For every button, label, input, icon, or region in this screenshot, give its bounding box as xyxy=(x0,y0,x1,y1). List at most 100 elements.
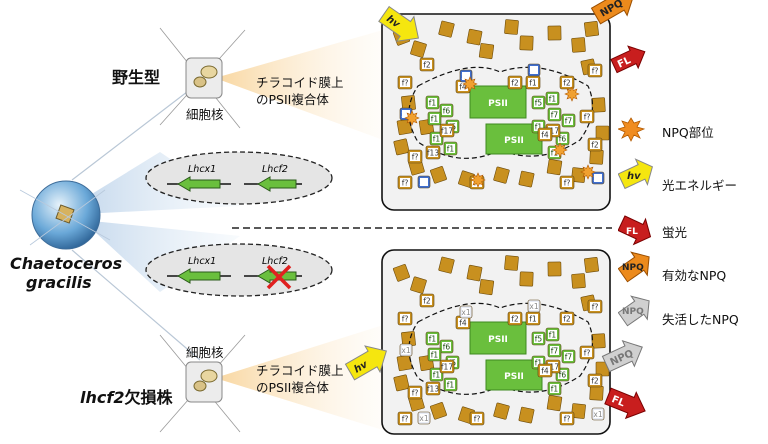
npq-label: NPQ xyxy=(622,263,644,273)
effective-npq-legend-icon: NPQ xyxy=(618,251,650,283)
fluorescence-arrow-text: FL xyxy=(616,55,633,71)
lhcf-gold-text: f? xyxy=(412,389,419,398)
species-epithet: gracilis xyxy=(26,273,92,292)
lhcx1-tile-text: x1 xyxy=(401,346,410,355)
lhcf-green-face xyxy=(428,334,437,343)
lhcf-green-face xyxy=(428,98,437,107)
fl-label: FL xyxy=(626,227,638,237)
lhcf-green-face xyxy=(534,122,543,131)
npq-arrow-inactive: NPQ xyxy=(601,340,643,373)
lhcf-green-face xyxy=(446,144,455,153)
lhcf-gold-face xyxy=(442,126,452,135)
lhc-block xyxy=(438,256,455,274)
lhcf-green-text: f1 xyxy=(431,351,439,360)
psii-label: PSII xyxy=(504,136,524,146)
lhcf-green-face xyxy=(550,384,559,393)
lhcx1-tile-face xyxy=(462,308,470,316)
lhcf-gold-face xyxy=(472,414,482,423)
lhcf-green-text: f1 xyxy=(551,149,559,158)
diatom-cell-top xyxy=(159,27,246,129)
lhcf-gold-text: f? xyxy=(592,67,599,76)
lhcf-gold-face xyxy=(400,178,410,187)
beam-top xyxy=(215,30,383,140)
thylakoid-line-2: のPSII複合体 xyxy=(256,380,329,395)
lhcx1-tile-text: x1 xyxy=(419,414,428,423)
lhcf-green-face xyxy=(430,114,439,123)
lhcf-green-text: f5 xyxy=(535,99,543,108)
lhcf-green-face xyxy=(564,116,573,125)
lhcf-green-face xyxy=(534,334,543,343)
lhcf-gold-text: f2 xyxy=(591,377,599,386)
lhcf-gold-face xyxy=(562,78,572,87)
lhcx1-tile-text: x1 xyxy=(419,178,428,187)
connector-line xyxy=(71,81,201,181)
gene-label: Lhcx1 xyxy=(188,256,216,267)
lhcf-gold-text: f2 xyxy=(511,79,519,88)
lhcf-gold-text: f4 xyxy=(459,83,467,92)
lhcx1-tile-text: x1 xyxy=(401,110,410,119)
lhc-block xyxy=(547,25,562,41)
lhcf-gold-text: f2 xyxy=(563,315,571,324)
light-energy-arrow-shape xyxy=(378,5,420,42)
lhcf-green-text: f1 xyxy=(549,331,557,340)
lhcf-green-face xyxy=(564,352,573,361)
lhcf-gold-face xyxy=(582,348,592,357)
lhc-block xyxy=(518,406,535,424)
npq-site-icon xyxy=(470,172,486,188)
lhcf-gold-face xyxy=(548,126,558,135)
lhc-block xyxy=(571,37,586,53)
thylakoid-label-top: チラコイド膜上 のPSII複合体 xyxy=(256,74,344,108)
lhcf-green-face xyxy=(442,342,451,351)
lhcx1-tile-face xyxy=(420,178,428,186)
lhcf-green-text: f1 xyxy=(433,371,441,380)
lhcx1-tile-face xyxy=(594,410,602,418)
legend-light-energy: 光エネルギー xyxy=(662,178,738,193)
psii-core xyxy=(469,85,527,119)
lhcf-green-text: f5 xyxy=(535,335,543,344)
lhcf-gold-text: f? xyxy=(592,303,599,312)
npq-site-icon xyxy=(462,76,478,92)
lhcf-gold-face xyxy=(442,362,452,371)
lhcx1-tile-face xyxy=(420,414,428,422)
lhcf-green-text: f7 xyxy=(565,353,573,362)
lhc-block xyxy=(546,158,563,176)
lhc-block xyxy=(466,28,483,46)
lhcx1-tile-face xyxy=(402,110,410,118)
gene-arrow-lhcf2 xyxy=(257,176,297,192)
lhcf-gold-text: f13 xyxy=(427,385,439,394)
species-label: Chaetoceros gracilis xyxy=(10,254,122,292)
nucleus-label: 細胞核 xyxy=(186,345,224,360)
lhcf-green-text: f1 xyxy=(549,95,557,104)
lhcf-green-face xyxy=(550,110,559,119)
gene-locus-bottom xyxy=(145,243,333,297)
lhcf-gold-face xyxy=(590,302,600,311)
lhcf-gold-face xyxy=(410,152,420,161)
lhcf-gold-face xyxy=(590,376,600,385)
gene-label: Lhcx1 xyxy=(188,164,216,175)
lhcf-green-text: f1 xyxy=(433,135,441,144)
lhc-block xyxy=(466,264,483,282)
lhc-block xyxy=(518,170,535,188)
lhcf-green-text: f6 xyxy=(559,371,567,380)
lhcf-gold-face xyxy=(400,314,410,323)
lhcf-gold-face xyxy=(548,362,558,371)
lhcf-gold-text: f2 xyxy=(423,61,431,70)
mutant-suffix: 欠損株 xyxy=(124,388,173,407)
lhcf-green-text: f1 xyxy=(431,115,439,124)
lhc-block xyxy=(571,403,586,419)
gene-locus-top xyxy=(145,151,333,205)
legend-npq-site: NPQ部位 xyxy=(662,125,714,140)
legend: hv FL NPQ NPQ xyxy=(618,117,654,327)
lhcx1-tile-text: x1 xyxy=(461,72,470,81)
psii-core xyxy=(469,321,527,355)
species-genus: Chaetoceros xyxy=(10,254,123,273)
thylakoid-line-1: チラコイド膜上 xyxy=(256,363,344,378)
lhcx1-tile-face xyxy=(462,72,470,80)
npq-arrow-shape xyxy=(590,0,635,25)
lhcf-gold-face xyxy=(458,82,468,91)
lhcx1-tile-text: x1 xyxy=(529,302,538,311)
lhcf-gold-text: f? xyxy=(564,179,571,188)
lhc-block xyxy=(595,125,610,141)
beam-bottom xyxy=(215,325,383,430)
hv-label: hv xyxy=(627,171,641,182)
